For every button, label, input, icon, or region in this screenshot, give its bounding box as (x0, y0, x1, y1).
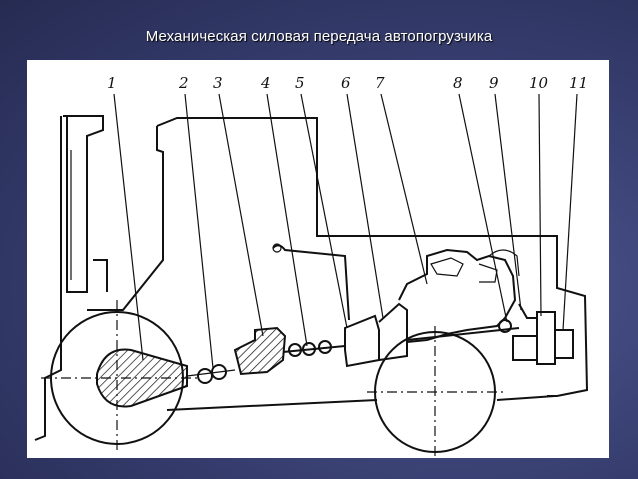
transmission-housing (272, 243, 408, 368)
transmission-diagram: 1 2 3 4 5 6 7 8 9 10 11 (34, 74, 588, 456)
callout-3: 3 (213, 74, 223, 92)
hydraulic-pump-assembly (406, 303, 574, 365)
callout-leaders (113, 93, 578, 369)
slide-title: Механическая силовая передача автопогруз… (145, 28, 493, 45)
forklift-transmission-figure: 1 2 3 4 5 6 7 8 9 10 11 (27, 60, 609, 458)
gearbox-block (233, 326, 287, 376)
callout-10: 10 (529, 74, 549, 92)
callout-8: 8 (453, 74, 463, 92)
callout-11: 11 (569, 74, 588, 92)
mast-frame (34, 115, 108, 441)
callout-6: 6 (341, 74, 351, 92)
universal-joint-front (186, 364, 236, 384)
callout-7: 7 (375, 74, 385, 92)
callout-1: 1 (107, 74, 117, 92)
rear-wheel (367, 326, 503, 456)
engine (398, 248, 520, 343)
callout-5: 5 (295, 74, 305, 92)
callout-2: 2 (178, 74, 189, 92)
callout-labels: 1 2 3 4 5 6 7 8 9 10 11 (107, 74, 588, 92)
drive-axle-housing (96, 348, 188, 408)
callout-4: 4 (260, 74, 271, 92)
propeller-shaft (282, 340, 346, 357)
callout-9: 9 (489, 74, 499, 92)
